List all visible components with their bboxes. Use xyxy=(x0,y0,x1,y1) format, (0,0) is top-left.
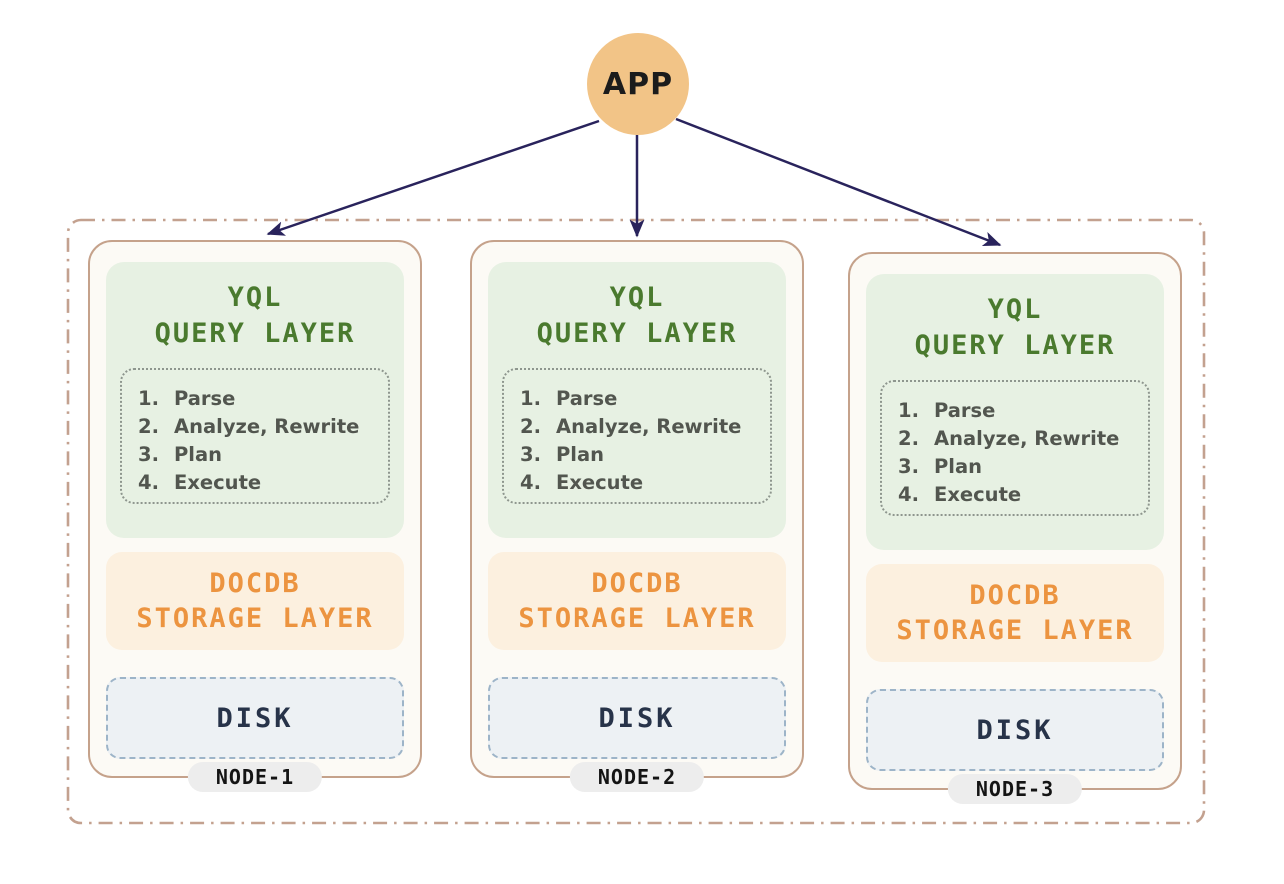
step-number: 4. xyxy=(898,483,919,506)
storage-layer-title-line1: DOCDB xyxy=(969,580,1061,611)
disk-label: DISK xyxy=(598,702,676,734)
step-number: 2. xyxy=(898,427,919,450)
query-layer-title-line1: YQL xyxy=(609,282,665,313)
storage-layer-title-line2: STORAGE LAYER xyxy=(136,603,374,634)
query-steps-box: 1. Parse 2. Analyze, Rewrite 3. Plan 4. … xyxy=(880,380,1150,516)
step-text: Parse xyxy=(174,387,236,410)
arrow-app-to-node-1 xyxy=(266,119,600,236)
query-steps-box: 1. Parse 2. Analyze, Rewrite 3. Plan 4. … xyxy=(502,368,772,504)
node-badge: NODE-2 xyxy=(569,762,705,792)
step-number: 3. xyxy=(898,455,919,478)
step-text: Analyze, Rewrite xyxy=(556,415,742,438)
step-text: Execute xyxy=(934,483,1022,506)
step-item: 4. Execute xyxy=(138,469,382,497)
disk-label: DISK xyxy=(216,702,294,734)
step-text: Execute xyxy=(174,471,262,494)
step-number: 1. xyxy=(520,387,541,410)
step-text: Parse xyxy=(556,387,618,410)
node-badge-label: NODE-2 xyxy=(597,765,677,789)
app-label: APP xyxy=(602,66,674,102)
disk-box: DISK xyxy=(866,689,1164,771)
step-number: 1. xyxy=(898,399,919,422)
step-number: 2. xyxy=(520,415,541,438)
storage-layer-title-line1: DOCDB xyxy=(209,568,301,599)
step-number: 3. xyxy=(520,443,541,466)
step-number: 2. xyxy=(138,415,159,438)
step-item: 3. Plan xyxy=(520,441,764,469)
storage-layer-box: DOCDB STORAGE LAYER xyxy=(866,564,1164,662)
query-layer-title: YQL QUERY LAYER xyxy=(866,274,1164,364)
node-badge: NODE-3 xyxy=(947,774,1083,804)
step-item: 2. Analyze, Rewrite xyxy=(898,425,1142,453)
step-number: 4. xyxy=(520,471,541,494)
arrow-app-to-node-3 xyxy=(675,117,1002,247)
step-item: 3. Plan xyxy=(138,441,382,469)
node-card-1: YQL QUERY LAYER 1. Parse 2. Analyze, Rew… xyxy=(88,240,422,792)
disk-box: DISK xyxy=(488,677,786,759)
step-text: Plan xyxy=(934,455,983,478)
query-layer-box: YQL QUERY LAYER 1. Parse 2. Analyze, Rew… xyxy=(106,262,404,538)
query-layer-title-line1: YQL xyxy=(227,282,283,313)
storage-layer-title-line1: DOCDB xyxy=(591,568,683,599)
step-item: 2. Analyze, Rewrite xyxy=(520,413,764,441)
storage-layer-title-line2: STORAGE LAYER xyxy=(518,603,756,634)
query-layer-title-line1: YQL xyxy=(987,294,1043,325)
node-card-3: YQL QUERY LAYER 1. Parse 2. Analyze, Rew… xyxy=(848,252,1182,804)
step-text: Analyze, Rewrite xyxy=(174,415,360,438)
query-layer-title: YQL QUERY LAYER xyxy=(106,262,404,352)
query-layer-title-line2: QUERY LAYER xyxy=(914,330,1116,361)
storage-layer-box: DOCDB STORAGE LAYER xyxy=(488,552,786,650)
step-item: 4. Execute xyxy=(898,481,1142,509)
node-card-2: YQL QUERY LAYER 1. Parse 2. Analyze, Rew… xyxy=(470,240,804,792)
node-badge-label: NODE-1 xyxy=(215,765,295,789)
step-item: 1. Parse xyxy=(520,385,764,413)
query-layer-title-line2: QUERY LAYER xyxy=(154,318,356,349)
storage-layer-box: DOCDB STORAGE LAYER xyxy=(106,552,404,650)
app-circle: APP xyxy=(587,33,689,135)
node-badge-label: NODE-3 xyxy=(975,777,1055,801)
disk-box: DISK xyxy=(106,677,404,759)
step-text: Parse xyxy=(934,399,996,422)
storage-layer-title-line2: STORAGE LAYER xyxy=(896,615,1134,646)
disk-label: DISK xyxy=(976,714,1054,746)
node-badge: NODE-1 xyxy=(187,762,323,792)
step-text: Analyze, Rewrite xyxy=(934,427,1120,450)
step-item: 1. Parse xyxy=(898,397,1142,425)
step-number: 1. xyxy=(138,387,159,410)
step-item: 3. Plan xyxy=(898,453,1142,481)
query-steps-box: 1. Parse 2. Analyze, Rewrite 3. Plan 4. … xyxy=(120,368,390,504)
query-layer-title: YQL QUERY LAYER xyxy=(488,262,786,352)
query-layer-title-line2: QUERY LAYER xyxy=(536,318,738,349)
step-text: Execute xyxy=(556,471,644,494)
query-layer-box: YQL QUERY LAYER 1. Parse 2. Analyze, Rew… xyxy=(866,274,1164,550)
step-text: Plan xyxy=(556,443,605,466)
query-layer-box: YQL QUERY LAYER 1. Parse 2. Analyze, Rew… xyxy=(488,262,786,538)
step-item: 4. Execute xyxy=(520,469,764,497)
step-item: 2. Analyze, Rewrite xyxy=(138,413,382,441)
step-number: 4. xyxy=(138,471,159,494)
step-number: 3. xyxy=(138,443,159,466)
step-text: Plan xyxy=(174,443,223,466)
step-item: 1. Parse xyxy=(138,385,382,413)
